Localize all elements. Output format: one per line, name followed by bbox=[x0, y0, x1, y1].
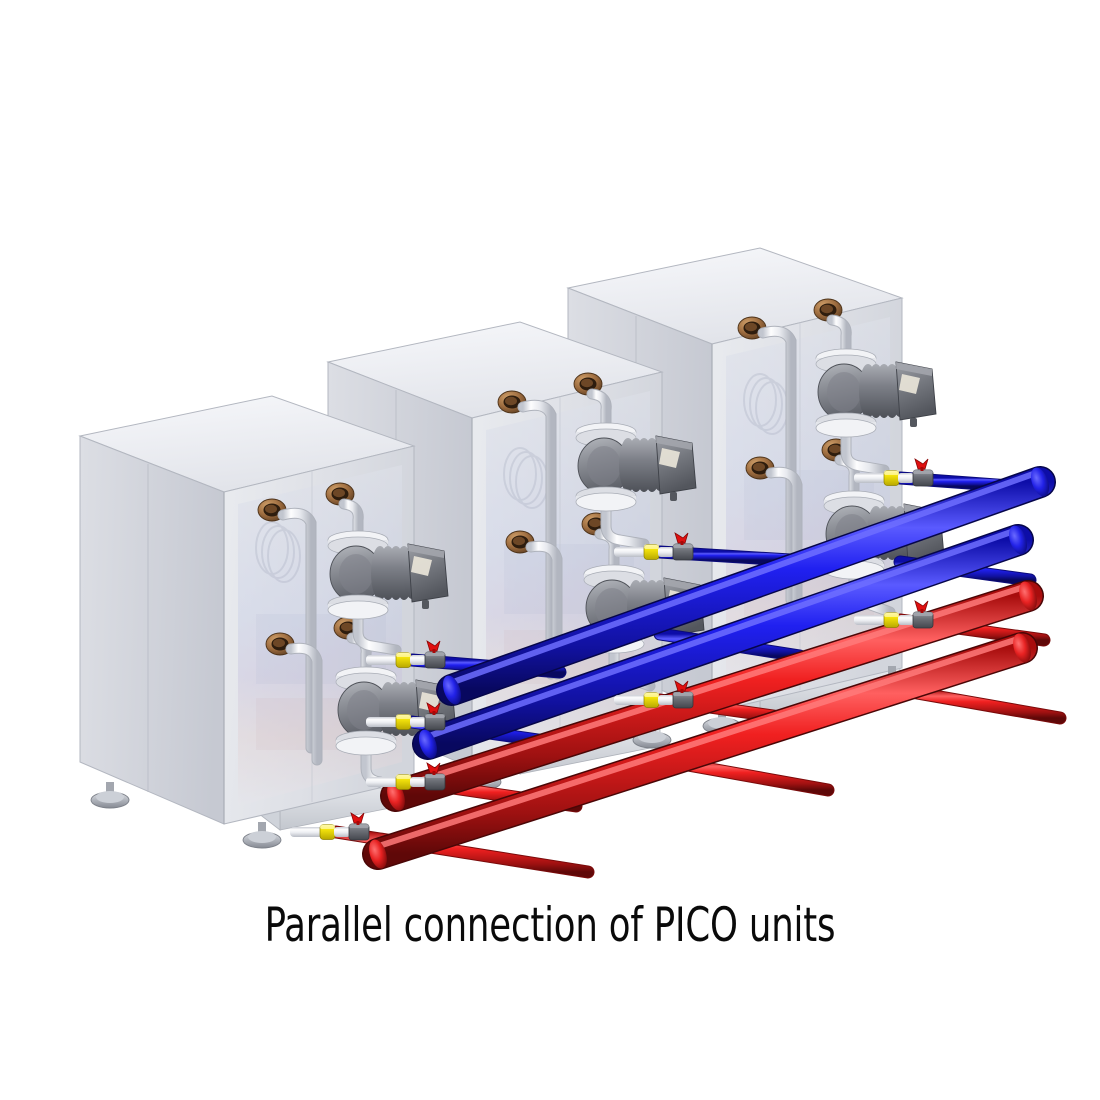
pico-unit-1 bbox=[78, 395, 457, 849]
header-pipe-red-lower bbox=[362, 632, 1038, 870]
figure-caption: Parallel connection of PICO units bbox=[264, 898, 836, 953]
manifold-headers bbox=[362, 466, 1056, 870]
piping-unit-1 bbox=[257, 482, 408, 798]
header-pipe-blue-upper bbox=[436, 466, 1056, 706]
header-pipe-blue-lower bbox=[412, 524, 1034, 760]
